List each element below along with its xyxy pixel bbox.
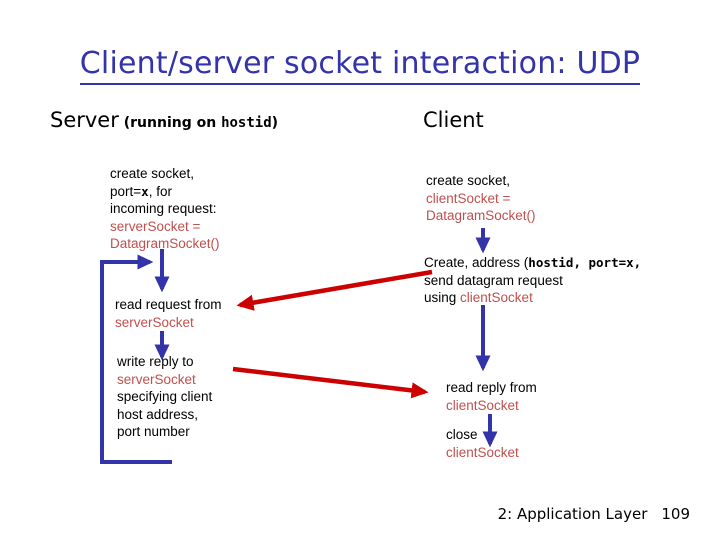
client-read-code1: clientSocket xyxy=(446,397,519,413)
slide-footer: 2: Application Layer 109 xyxy=(0,505,690,523)
client-step-send-datagram: Create, address (hostid, port=x, send da… xyxy=(424,254,641,307)
server-write-line2: specifying client xyxy=(117,389,213,404)
client-step-read-reply: read reply from clientSocket xyxy=(446,379,537,414)
client-step-create-socket: create socket, clientSocket = DatagramSo… xyxy=(426,172,536,225)
red-arrow-request-client-to-server xyxy=(236,269,433,311)
server-create-line3: incoming request: xyxy=(110,201,217,216)
client-send-line3-pre: using xyxy=(424,290,461,305)
server-step-read-request: read request from serverSocket xyxy=(115,296,222,331)
client-send-line2: send datagram request xyxy=(424,272,563,288)
server-write-line3: host address, xyxy=(117,406,199,422)
server-write-line1: write reply to xyxy=(117,354,194,369)
client-header-label: Client xyxy=(423,108,484,132)
footer-page-number: 109 xyxy=(661,505,690,523)
server-header-paren-open: (running on xyxy=(123,115,222,131)
client-send-line3-code: clientSocket xyxy=(460,290,533,305)
client-read-line1: read reply from xyxy=(446,380,537,395)
server-create-port-value: x xyxy=(141,183,149,199)
client-send-line1-pre: Create, address ( xyxy=(424,255,529,270)
client-close-code1: clientSocket xyxy=(446,444,519,460)
server-write-line4: port number xyxy=(117,424,190,439)
client-column-header: Client xyxy=(423,108,484,132)
footer-label: 2: Application Layer xyxy=(497,505,648,523)
page-title: Client/server socket interaction: UDP xyxy=(0,46,720,85)
page-title-text: Client/server socket interaction: UDP xyxy=(79,46,641,85)
server-read-code1: serverSocket xyxy=(115,314,194,330)
red-arrow-reply-server-to-client xyxy=(232,366,429,399)
server-step-write-reply: write reply to serverSocket specifying c… xyxy=(117,353,212,441)
server-create-code1: serverSocket = xyxy=(110,218,201,234)
server-create-port-pre: port= xyxy=(110,183,142,199)
server-create-code2: DatagramSocket() xyxy=(110,236,220,251)
server-column-header: Server (running on hostid) xyxy=(50,108,278,132)
client-step-close-socket: close clientSocket xyxy=(446,426,519,461)
client-create-code2: DatagramSocket() xyxy=(426,208,536,223)
server-header-hostid: hostid xyxy=(221,115,272,131)
client-close-line1: close xyxy=(446,427,478,442)
server-read-line1: read request from xyxy=(115,297,222,312)
server-create-line1: create socket, xyxy=(110,166,195,181)
client-create-line1: create socket, xyxy=(426,173,511,188)
server-step-create-socket: create socket, port=x, for incoming requ… xyxy=(110,165,220,253)
server-create-line2: port=x, for xyxy=(110,183,220,201)
client-send-address-args: hostid, port=x, xyxy=(528,255,642,270)
server-header-label: Server xyxy=(50,108,119,132)
server-create-port-post: , for xyxy=(148,183,172,199)
server-write-code1: serverSocket xyxy=(117,371,196,387)
client-send-line1: Create, address (hostid, port=x, xyxy=(424,254,641,272)
server-header-paren-close: ) xyxy=(271,115,279,131)
client-create-code1: clientSocket = xyxy=(426,190,511,206)
client-send-line3: using clientSocket xyxy=(424,289,641,307)
